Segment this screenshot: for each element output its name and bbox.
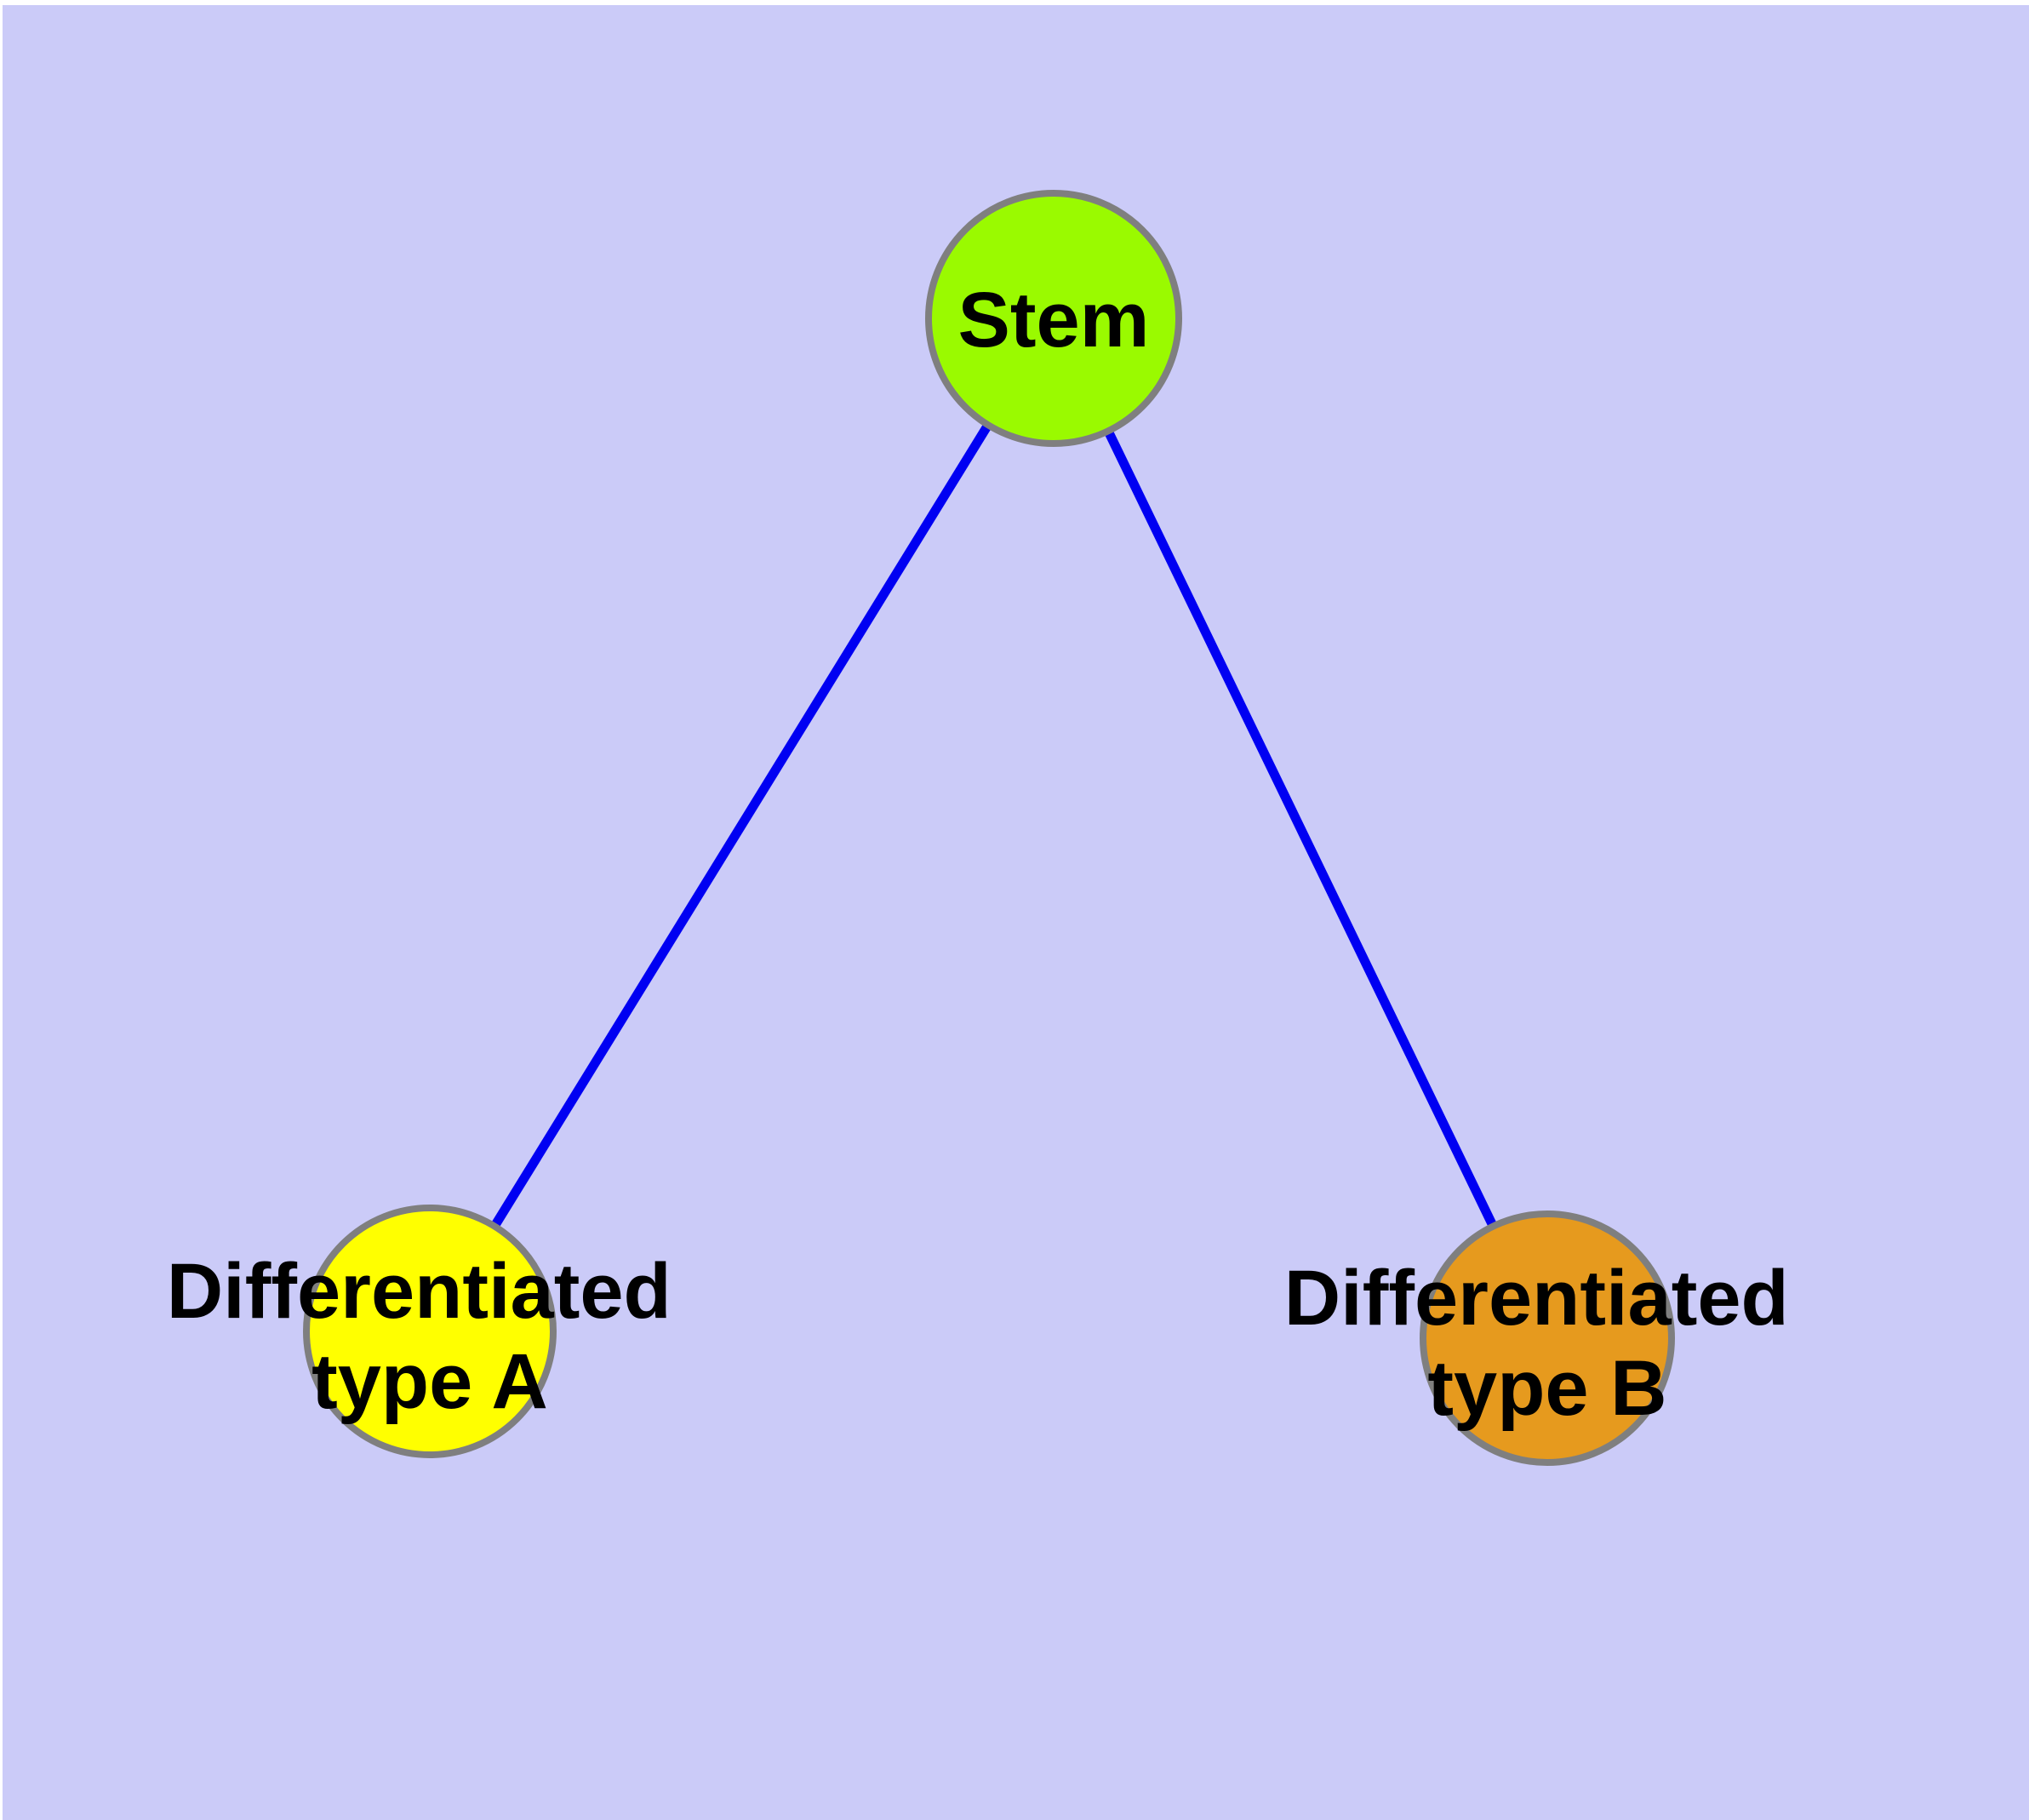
- edge-stem-to-type-a: [426, 316, 1058, 1334]
- label-line-1: Differentiated: [1284, 1255, 1789, 1342]
- node-differentiated-type-b-circle: [1420, 1210, 1675, 1466]
- label-line-2: type A: [311, 1338, 548, 1425]
- label-line-1: Differentiated: [167, 1248, 672, 1335]
- node-differentiated-type-a-circle: [303, 1205, 557, 1458]
- node-differentiated-type-b-label: Differentiated type B: [1284, 1255, 1811, 1432]
- node-stem: Stem: [925, 190, 1182, 447]
- node-differentiated-type-a-label: Differentiated type A: [167, 1248, 694, 1425]
- node-stem-label: Stem: [958, 277, 1150, 363]
- node-differentiated-type-b: Differentiated type B: [1284, 1210, 1811, 1466]
- label-line-2: type B: [1427, 1345, 1666, 1432]
- node-stem-circle: [925, 190, 1182, 447]
- node-differentiated-type-a: Differentiated type A: [167, 1205, 694, 1458]
- edge-stem-to-type-b: [1049, 316, 1552, 1341]
